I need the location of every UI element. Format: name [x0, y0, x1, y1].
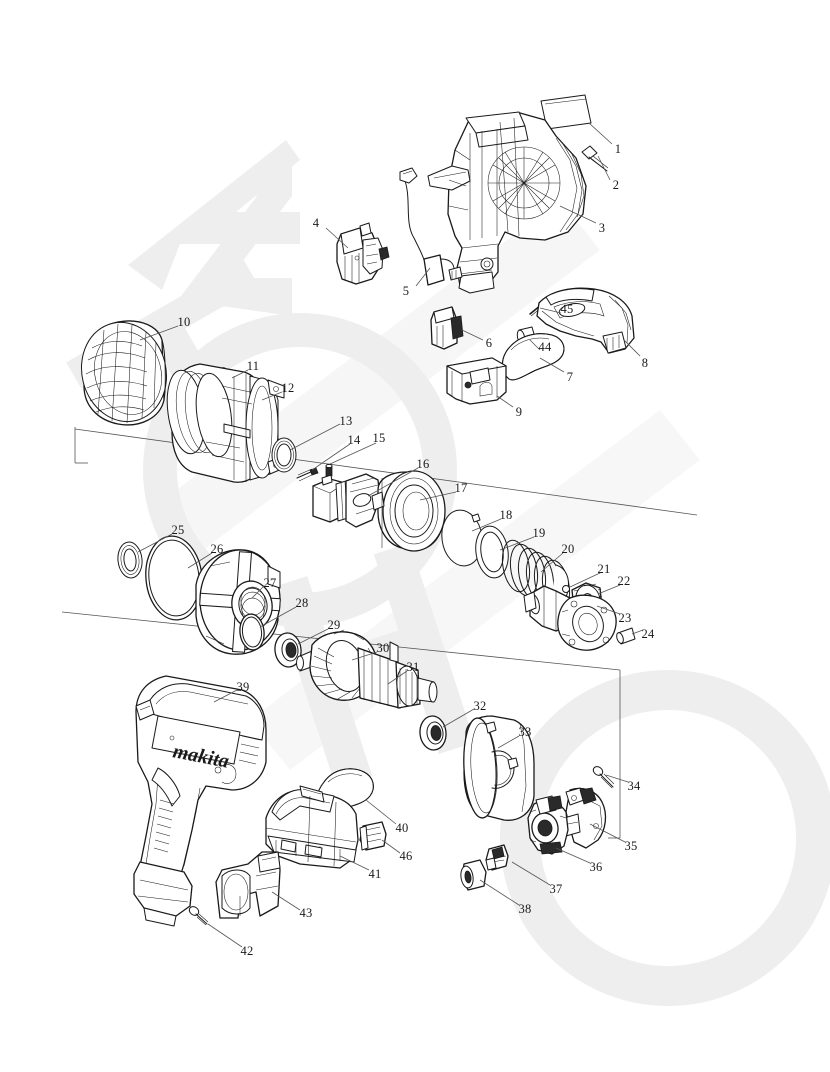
callout-41: 41 — [368, 866, 382, 881]
part-24-roll-pin — [616, 627, 636, 645]
part-37-carbon-brush — [485, 844, 509, 871]
part-38-sleeve — [460, 859, 487, 891]
part-27-gear-housing-plate — [195, 549, 281, 655]
part-21-ball — [562, 585, 570, 593]
part-4-switch-assembly — [336, 222, 390, 285]
part-25-flat-washer — [117, 541, 143, 579]
callout-22: 22 — [617, 573, 631, 588]
callout-23: 23 — [618, 610, 632, 625]
callout-2: 2 — [612, 177, 620, 192]
callout-45: 45 — [560, 301, 574, 316]
callout-8: 8 — [641, 355, 649, 370]
callout-32: 32 — [473, 698, 487, 713]
callout-18: 18 — [499, 507, 513, 522]
callout-21: 21 — [597, 561, 611, 576]
callout-6: 6 — [485, 335, 493, 350]
part-8-handle-cover — [536, 287, 635, 354]
callout-34: 34 — [627, 778, 641, 793]
part-17-hammer — [371, 470, 446, 552]
part-3-motor-housing — [427, 111, 587, 294]
callout-19: 19 — [532, 525, 546, 540]
callout-44: 44 — [538, 339, 552, 354]
part-41-housing-cover — [265, 785, 359, 869]
part-34-tapping-screw — [592, 766, 615, 789]
leader-lines — [137, 122, 644, 948]
part-42-screw-bracket — [188, 906, 209, 926]
callout-1: 1 — [614, 141, 622, 156]
callout-25: 25 — [171, 522, 185, 537]
part-2-screw — [581, 145, 609, 172]
part-19-washer — [475, 525, 509, 579]
callout-30: 30 — [376, 640, 390, 655]
callout-15: 15 — [372, 430, 386, 445]
part-1-nameplate — [540, 94, 592, 130]
callout-35: 35 — [624, 838, 638, 853]
callout-26: 26 — [210, 541, 224, 556]
callout-36: 36 — [589, 859, 603, 874]
callout-27: 27 — [263, 575, 277, 590]
part-9-controller-box — [446, 357, 507, 405]
part-6-terminal-block — [430, 306, 464, 350]
callout-29: 29 — [327, 617, 341, 632]
callout-12: 12 — [281, 380, 295, 395]
part-29-ball-bearing — [274, 632, 302, 668]
part-14-steel-ball — [296, 467, 319, 482]
callout-13: 13 — [339, 413, 353, 428]
callout-3: 3 — [598, 220, 606, 235]
callout-4: 4 — [312, 215, 320, 230]
part-7-grip-insert — [501, 333, 565, 381]
callout-33: 33 — [518, 724, 532, 739]
part-5-capacitor-lead — [399, 167, 463, 286]
callout-39: 39 — [236, 679, 250, 694]
callout-37: 37 — [549, 881, 563, 896]
part-43-belt-hook — [215, 851, 281, 919]
callout-5: 5 — [402, 283, 410, 298]
callout-7: 7 — [566, 369, 574, 384]
callout-9: 9 — [515, 404, 523, 419]
callout-17: 17 — [454, 480, 468, 495]
part-23-spindle — [523, 585, 617, 651]
callout-20: 20 — [561, 541, 575, 556]
part-33-field-stator — [463, 715, 535, 821]
callout-43: 43 — [299, 905, 313, 920]
part-30-armature — [296, 629, 438, 709]
part-39-main-housing: makita — [133, 675, 267, 927]
part-15-pin — [325, 463, 333, 477]
part-28-o-ring-small — [239, 613, 265, 651]
callout-16: 16 — [416, 456, 430, 471]
part-12-hammer-case — [166, 363, 285, 483]
callout-11: 11 — [246, 358, 260, 373]
part-16-anvil — [312, 473, 381, 528]
callout-42: 42 — [240, 943, 254, 958]
callout-46: 46 — [399, 848, 413, 863]
part-36-brush-holder — [527, 795, 569, 855]
part-46-clip — [359, 821, 387, 851]
callout-40: 40 — [395, 820, 409, 835]
part-35-brush-holder-half — [563, 787, 607, 849]
part-32-ball-bearing-rear — [419, 715, 447, 751]
callout-24: 24 — [641, 626, 655, 641]
callout-38: 38 — [518, 901, 532, 916]
part-13-oil-seal — [271, 437, 297, 473]
callout-14: 14 — [347, 432, 361, 447]
callout-28: 28 — [295, 595, 309, 610]
callout-31: 31 — [406, 659, 420, 674]
part-10-bumper-cover — [80, 320, 168, 426]
part-26-o-ring — [145, 535, 203, 621]
callout-10: 10 — [177, 314, 191, 329]
